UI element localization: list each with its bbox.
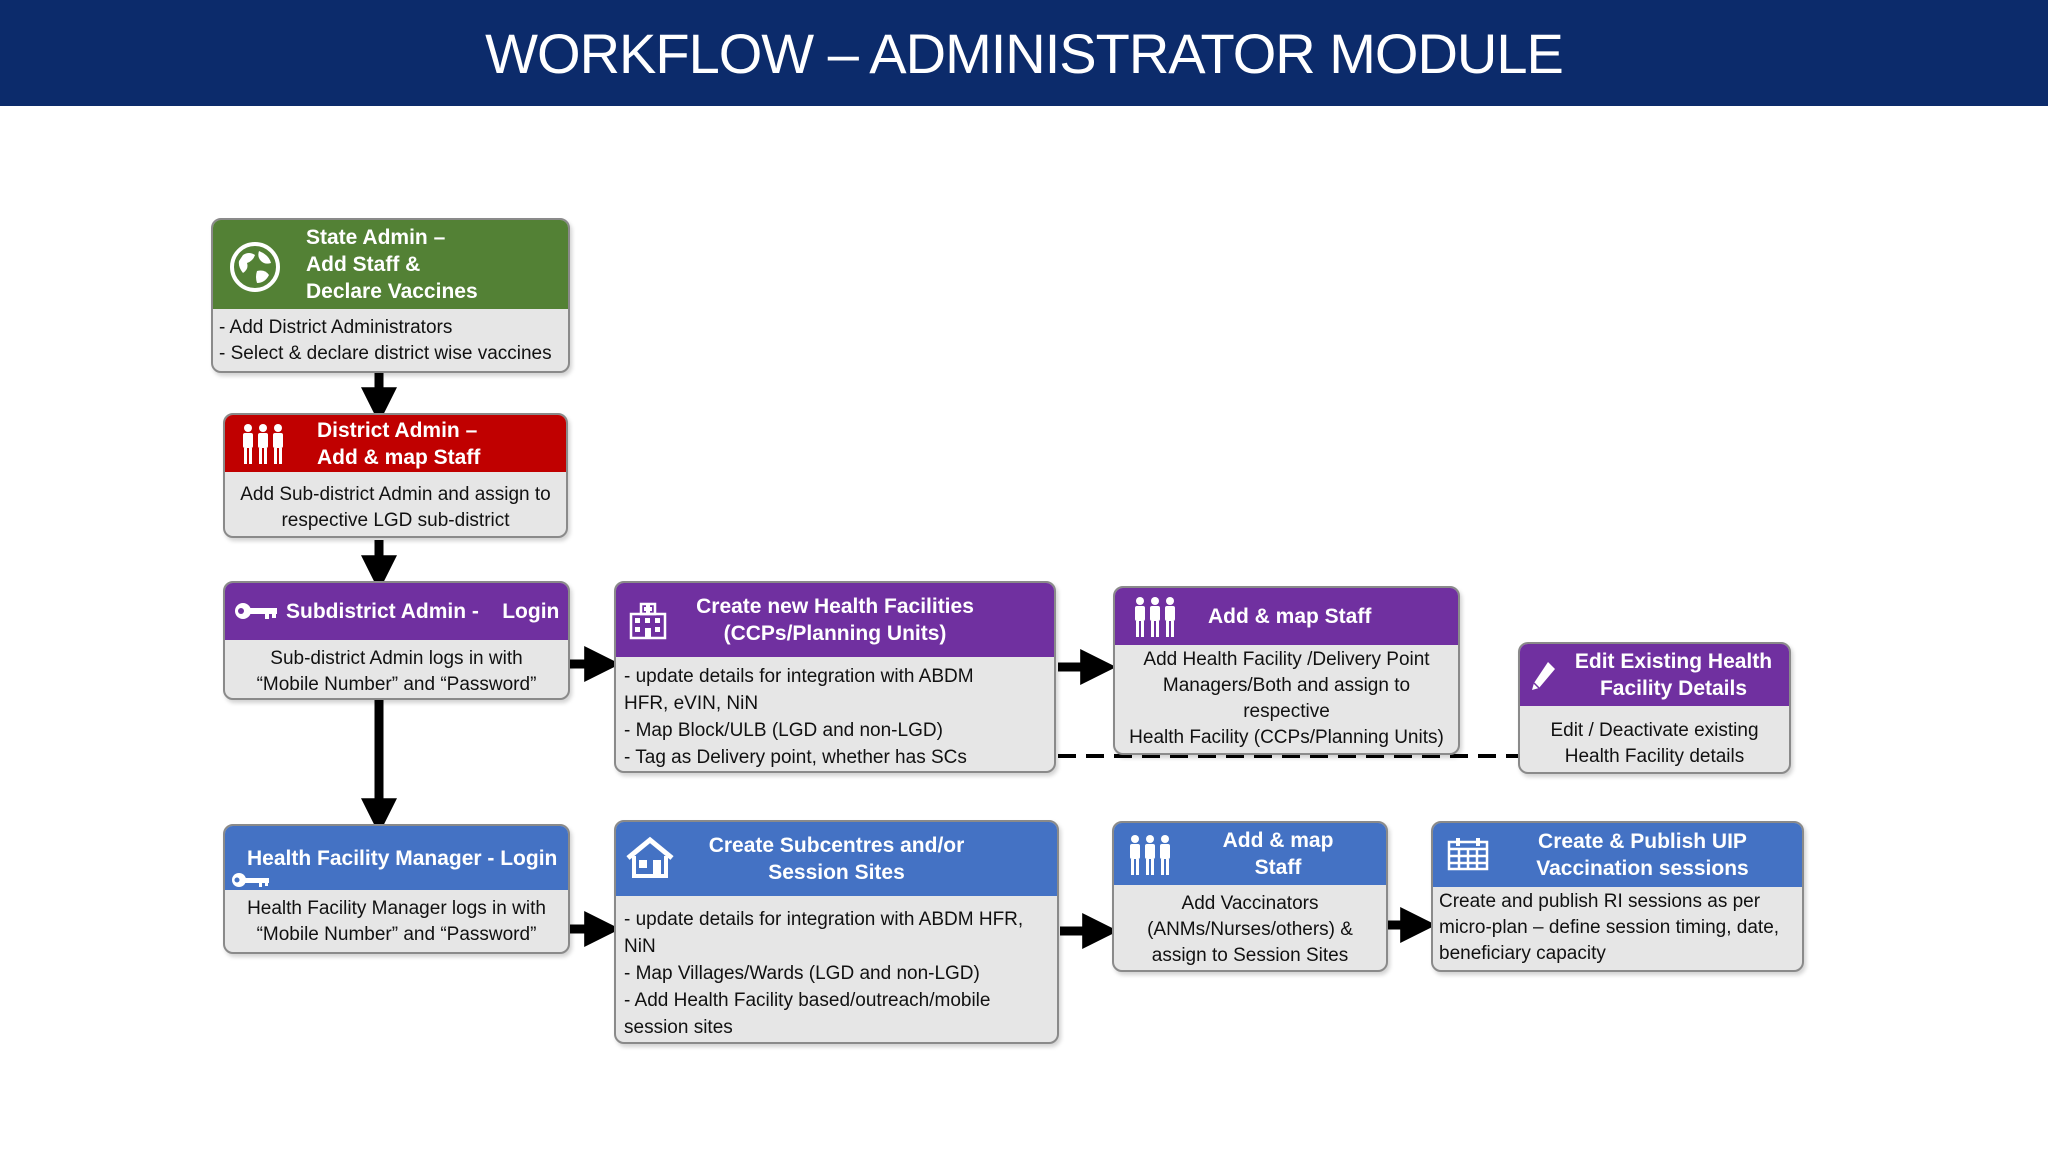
hfm-login-title: Health Facility Manager - Login (247, 846, 558, 870)
people-icon (243, 424, 283, 464)
pencil-icon (1532, 662, 1555, 690)
header-bar: WORKFLOW – ADMINISTRATOR MODULE (0, 0, 2048, 106)
create-publish-body: Create and publish RI sessions as per mi… (1439, 891, 1780, 964)
edit-facility-header: Edit Existing Health Facility Details (1520, 644, 1789, 706)
hfm-login-body: Health Facility Manager logs in with “Mo… (247, 898, 546, 945)
edit-facility-body: Edit / Deactivate existing Health Facili… (1550, 720, 1759, 767)
add-map-staff-body-2: Add Vaccinators (ANMs/Nurses/others) & a… (1147, 893, 1353, 966)
people-icon (1135, 597, 1175, 637)
create-subcentres-title: Create Subcentres and/or Session Sites (708, 834, 965, 884)
state-admin-body: - Add District Administrators - Select &… (219, 317, 552, 364)
district-admin-header: District Admin – Add & map Staff (225, 415, 566, 472)
create-subcentres-header: Create Subcentres and/or Session Sites (616, 822, 1057, 896)
edit-facility-card: Edit Existing Health Facility Details Ed… (1518, 642, 1791, 774)
people-icon (1130, 835, 1170, 875)
district-admin-card: District Admin – Add & map Staff Add Sub… (223, 413, 568, 538)
add-map-staff-title-2: Add & map Staff (1222, 829, 1334, 879)
create-publish-card: Create & Publish UIP Vaccination session… (1431, 821, 1804, 972)
add-map-staff-header-2: Add & map Staff (1114, 823, 1386, 885)
hospital-icon (629, 602, 667, 640)
hfm-login-header: Health Facility Manager - Login (225, 826, 568, 890)
district-admin-body: Add Sub-district Admin and assign to res… (240, 484, 551, 531)
key-icon (235, 603, 277, 619)
page-title: WORKFLOW – ADMINISTRATOR MODULE (485, 21, 1564, 85)
add-map-staff-card-2: Add & map Staff Add Vaccinators (ANMs/Nu… (1112, 821, 1388, 972)
globe-icon (230, 242, 280, 292)
create-facilities-title: Create new Health Facilities (CCPs/Plann… (696, 595, 974, 645)
district-admin-title: District Admin – Add & map Staff (317, 418, 481, 469)
subdistrict-login-body: Sub-district Admin logs in with “Mobile … (256, 648, 537, 695)
state-admin-card: State Admin – Add Staff & Declare Vaccin… (211, 218, 570, 373)
calendar-icon (1447, 838, 1489, 871)
state-admin-title: State Admin – Add Staff & Declare Vaccin… (306, 226, 478, 303)
hfm-login-card: Health Facility Manager - Login Health F… (223, 824, 570, 954)
create-publish-title: Create & Publish UIP Vaccination session… (1536, 830, 1749, 880)
create-publish-header: Create & Publish UIP Vaccination session… (1433, 823, 1802, 887)
house-icon (626, 836, 674, 878)
create-subcentres-body: - update details for integration with AB… (624, 909, 1024, 1038)
key-icon (232, 873, 269, 887)
subdistrict-login-card: Subdistrict Admin - Login Sub-district A… (223, 581, 570, 700)
create-facilities-body: - update details for integration with AB… (624, 666, 974, 768)
create-facilities-header: Create new Health Facilities (CCPs/Plann… (616, 583, 1054, 657)
add-map-staff-card-1: Add & map Staff Add Health Facility /Del… (1113, 586, 1460, 755)
subdistrict-login-title: Subdistrict Admin - Login (286, 600, 560, 623)
create-subcentres-card: Create Subcentres and/or Session Sites -… (614, 820, 1059, 1044)
add-map-staff-title-1: Add & map Staff (1208, 605, 1372, 628)
edit-facility-title: Edit Existing Health Facility Details (1574, 650, 1773, 700)
subdistrict-login-header: Subdistrict Admin - Login (225, 583, 568, 640)
state-admin-header: State Admin – Add Staff & Declare Vaccin… (213, 220, 568, 309)
create-facilities-card: Create new Health Facilities (CCPs/Plann… (614, 581, 1056, 773)
add-map-staff-header-1: Add & map Staff (1115, 588, 1458, 645)
add-map-staff-body-1: Add Health Facility /Delivery Point Mana… (1129, 649, 1444, 748)
